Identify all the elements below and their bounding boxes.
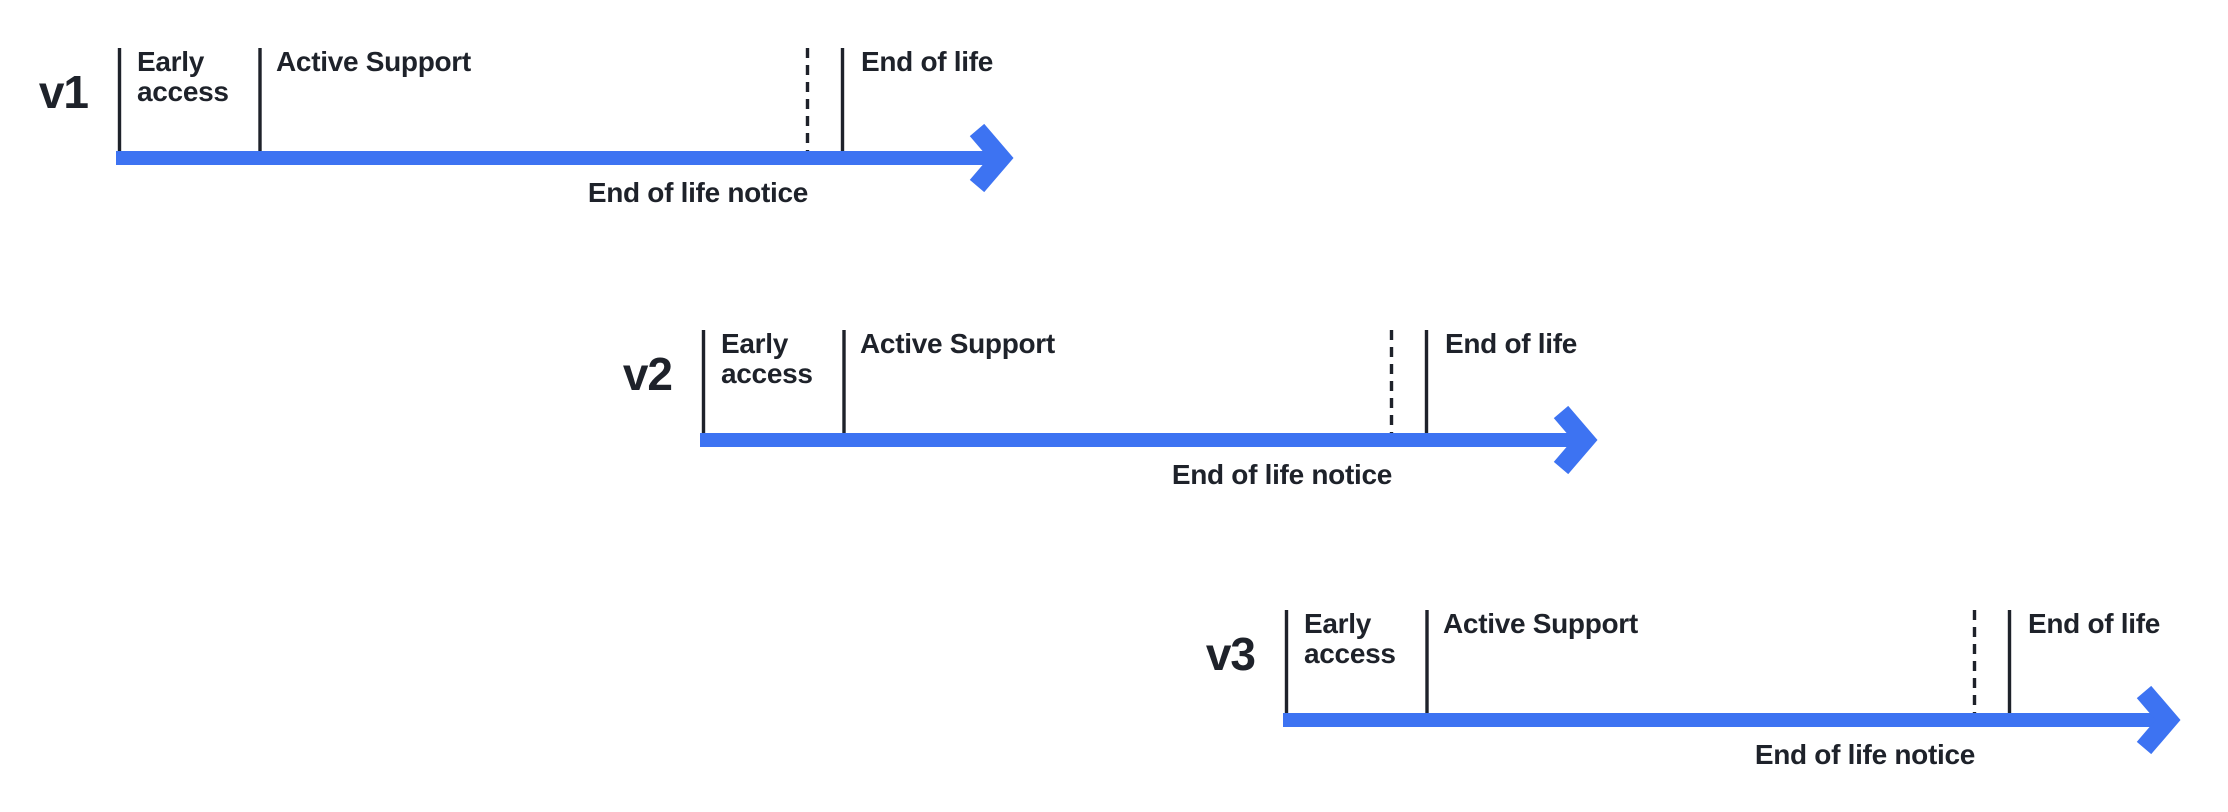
timeline-graphic [700, 330, 1598, 475]
timeline-v2: v2 Early access Active Support End of li… [584, 282, 1645, 532]
early-access-label: Early access [137, 46, 229, 107]
arrow-head-icon [2136, 685, 2181, 755]
timeline-graphic [1283, 610, 2181, 755]
timeline-bar [116, 151, 990, 165]
timeline-bar [1283, 713, 2157, 727]
end-of-life-label: End of life [1445, 328, 1578, 359]
end-of-life-label: End of life [2028, 608, 2161, 639]
timeline-v1: v1 Early access Active Support End of li… [0, 0, 1061, 250]
end-of-life-notice-label: End of life notice [587, 177, 808, 208]
timeline-bar [700, 433, 1574, 447]
active-support-label: Active Support [1443, 608, 1638, 639]
version-label: v1 [38, 66, 89, 118]
arrow-head-icon [969, 123, 1014, 193]
version-label: v2 [622, 348, 673, 400]
timeline-v3: v3 Early access Active Support End of li… [1167, 562, 2228, 812]
version-label: v3 [1205, 628, 1256, 680]
early-access-label: Early access [721, 328, 813, 389]
arrow-head-icon [1553, 405, 1598, 475]
end-of-life-notice-label: End of life notice [1754, 739, 1975, 770]
early-access-label: Early access [1304, 608, 1396, 669]
end-of-life-label: End of life [861, 46, 994, 77]
active-support-label: Active Support [860, 328, 1055, 359]
end-of-life-notice-label: End of life notice [1171, 459, 1392, 490]
active-support-label: Active Support [276, 46, 471, 77]
timeline-graphic [116, 48, 1014, 193]
